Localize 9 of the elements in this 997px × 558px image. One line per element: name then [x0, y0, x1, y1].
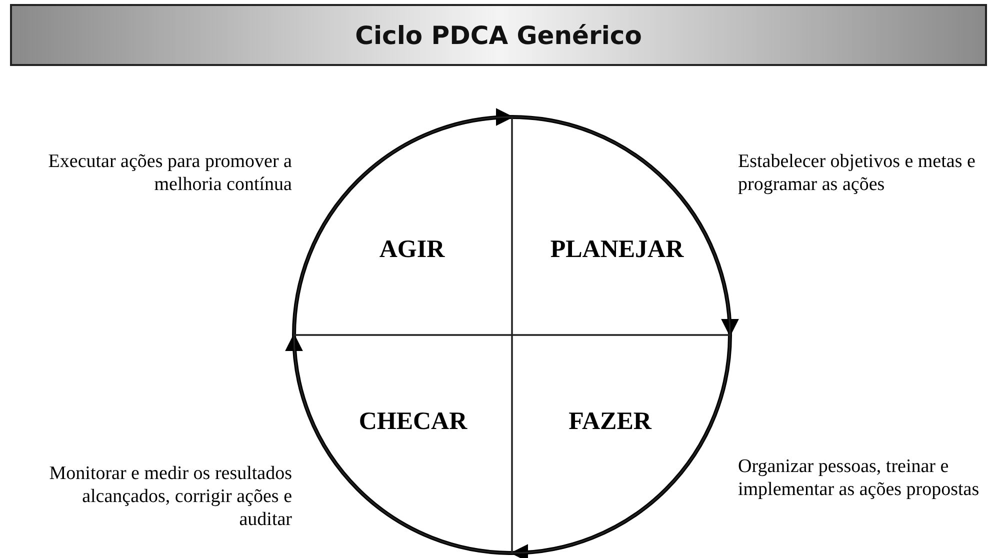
description-text: Organizar pessoas, treinar e implementar as ações propostas: [738, 455, 980, 501]
quadrant-label: FAZER: [568, 408, 652, 436]
description-text: Estabelecer objetivos e metas e programar as ações: [738, 150, 976, 196]
description-text: Monitorar e medir os resultados alcançados, corrigir ações e auditar: [48, 462, 292, 531]
quadrant-label: AGIR: [379, 236, 445, 264]
description-text: Executar ações para promover a melhoria contínua: [47, 150, 292, 196]
quadrant-label: PLANEJAR: [550, 236, 684, 264]
quadrant-label: CHECAR: [358, 408, 468, 436]
title-text: Ciclo PDCA Genérico: [355, 20, 642, 50]
